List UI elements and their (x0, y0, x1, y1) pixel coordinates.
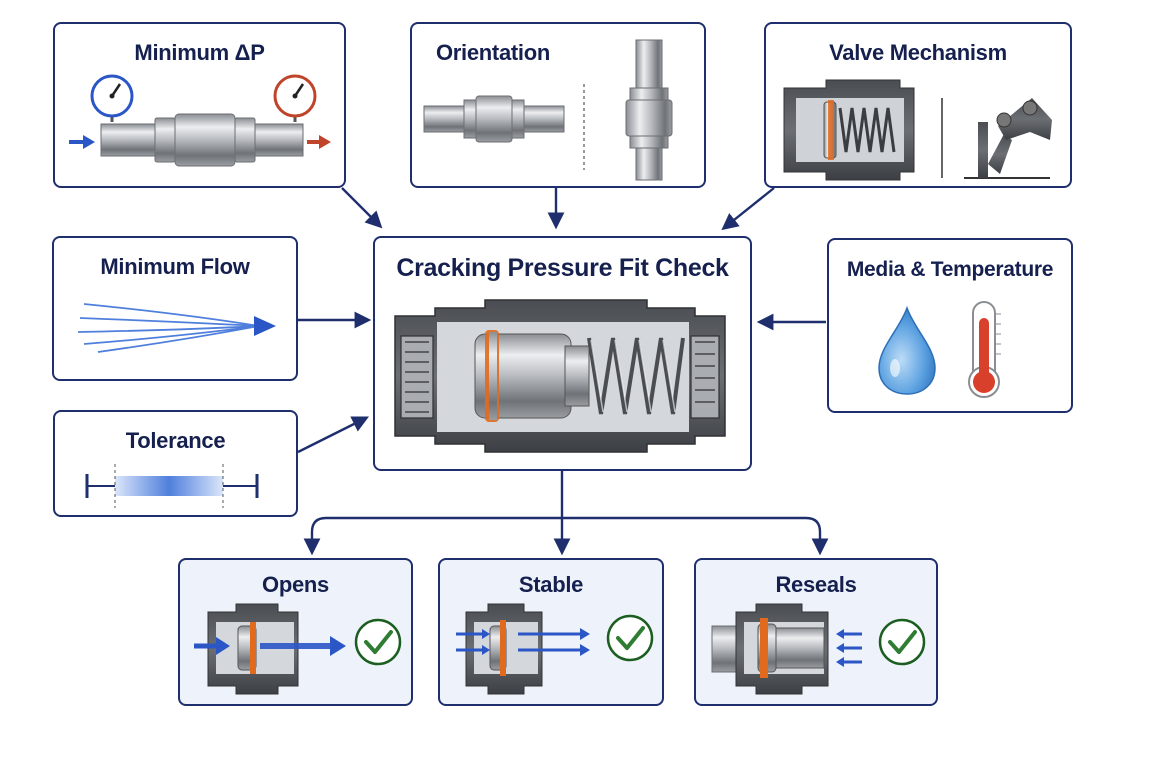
check-mark-icon (354, 618, 402, 666)
outcome-stable-box: Stable (438, 558, 664, 706)
arrow-tolerance (297, 416, 370, 454)
swing-flap-icon (978, 98, 1052, 178)
pressure-gauge-pipe-icon (69, 74, 331, 167)
center-box: Cracking Pressure Fit Check (373, 236, 752, 471)
check-mark-icon (878, 618, 926, 666)
pressure-gauge-icon (273, 74, 317, 118)
arrow-min-dp (341, 187, 383, 229)
flow-lines-icon (77, 303, 276, 353)
min-flow-box: Minimum Flow (52, 236, 298, 381)
valve-mechanism-box: Valve Mechanism (764, 22, 1072, 188)
outcome-opens-title: Opens (262, 572, 329, 597)
outcome-reseals-box: Reseals (694, 558, 938, 706)
valve-opens-icon (194, 603, 402, 695)
valve-mechanism-title: Valve Mechanism (829, 40, 1007, 65)
check-valve-orientation-icon (423, 39, 673, 181)
orientation-box: Orientation (410, 22, 706, 188)
orientation-title: Orientation (435, 40, 551, 65)
tolerance-box: Tolerance (53, 410, 298, 517)
tolerance-band-icon (85, 464, 259, 508)
tolerance-title: Tolerance (125, 428, 226, 453)
arrow-to-opens (303, 516, 562, 556)
outcome-stable-title: Stable (518, 572, 584, 597)
pressure-gauge-icon (90, 74, 134, 118)
min-dp-title: Minimum ΔP (134, 40, 265, 65)
spring-icon (587, 337, 685, 415)
center-title: Cracking Pressure Fit Check (396, 254, 729, 282)
thermometer-icon (968, 301, 1001, 398)
valve-reseals-icon (711, 603, 926, 695)
min-flow-title: Minimum Flow (100, 254, 250, 279)
outcome-opens-box: Opens (178, 558, 413, 706)
arrow-to-reseals (562, 516, 829, 556)
media-temp-box: Media & Temperature (827, 238, 1073, 413)
water-drop-icon (878, 305, 936, 395)
check-valve-cutaway-icon (394, 299, 726, 453)
media-temp-icons (878, 301, 1001, 398)
outcome-reseals-title: Reseals (775, 572, 857, 597)
valve-stable-icon (456, 603, 654, 695)
check-mark-icon (606, 614, 654, 662)
spring-mechanism-icon (783, 79, 1052, 181)
media-temp-title: Media & Temperature (846, 258, 1054, 281)
min-dp-box: Minimum ΔP (53, 22, 346, 188)
spring-icon (838, 107, 896, 153)
arrow-valve-mechanism (721, 187, 775, 231)
